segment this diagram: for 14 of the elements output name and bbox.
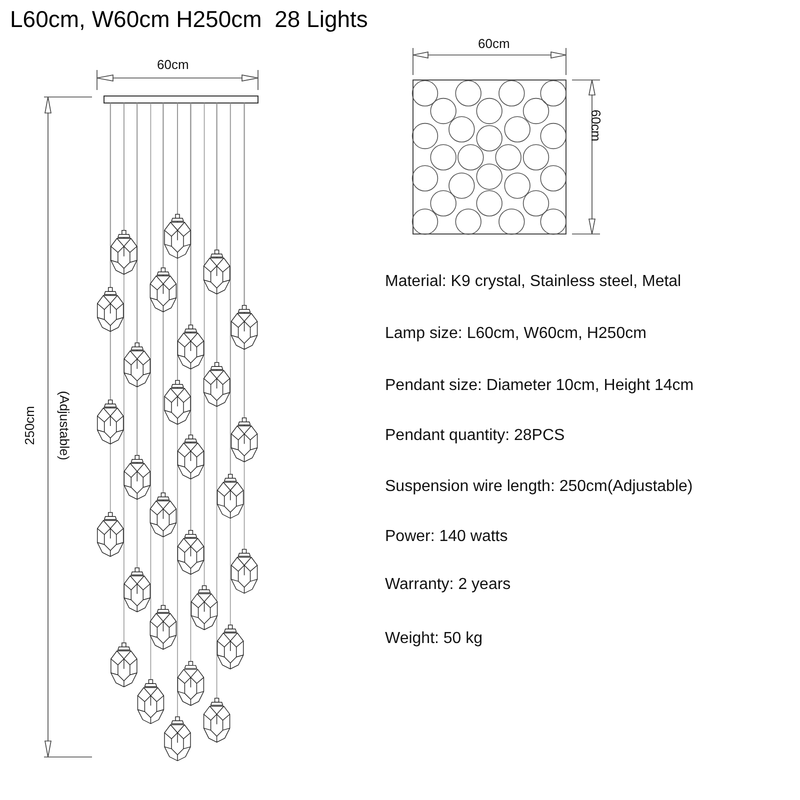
- spec-text: Pendant size: Diameter 10cm, Height 14cm: [385, 377, 694, 395]
- spec-text: Suspension wire length: 250cm(Adjustable): [385, 478, 693, 496]
- spec-text: Warranty: 2 years: [385, 576, 511, 594]
- dimension-label: (Adjustable): [57, 390, 72, 460]
- spec-text: Power: 140 watts: [385, 528, 508, 546]
- dimension-label: 60cm: [588, 110, 604, 142]
- dimension-label: 60cm: [478, 36, 510, 51]
- spec-text: Material: K9 crystal, Stainless steel, Metal: [385, 273, 682, 291]
- spec-text: Lamp size: L60cm, W60cm, H250cm: [385, 325, 646, 343]
- dimension-label: 60cm: [157, 57, 189, 72]
- dimension-label: 250cm: [22, 406, 38, 446]
- title: L60cm, W60cm H250cm 28 Lights: [10, 6, 368, 33]
- spec-text: Weight: 50 kg: [385, 630, 483, 648]
- spec-text: Pendant quantity: 28PCS: [385, 427, 565, 445]
